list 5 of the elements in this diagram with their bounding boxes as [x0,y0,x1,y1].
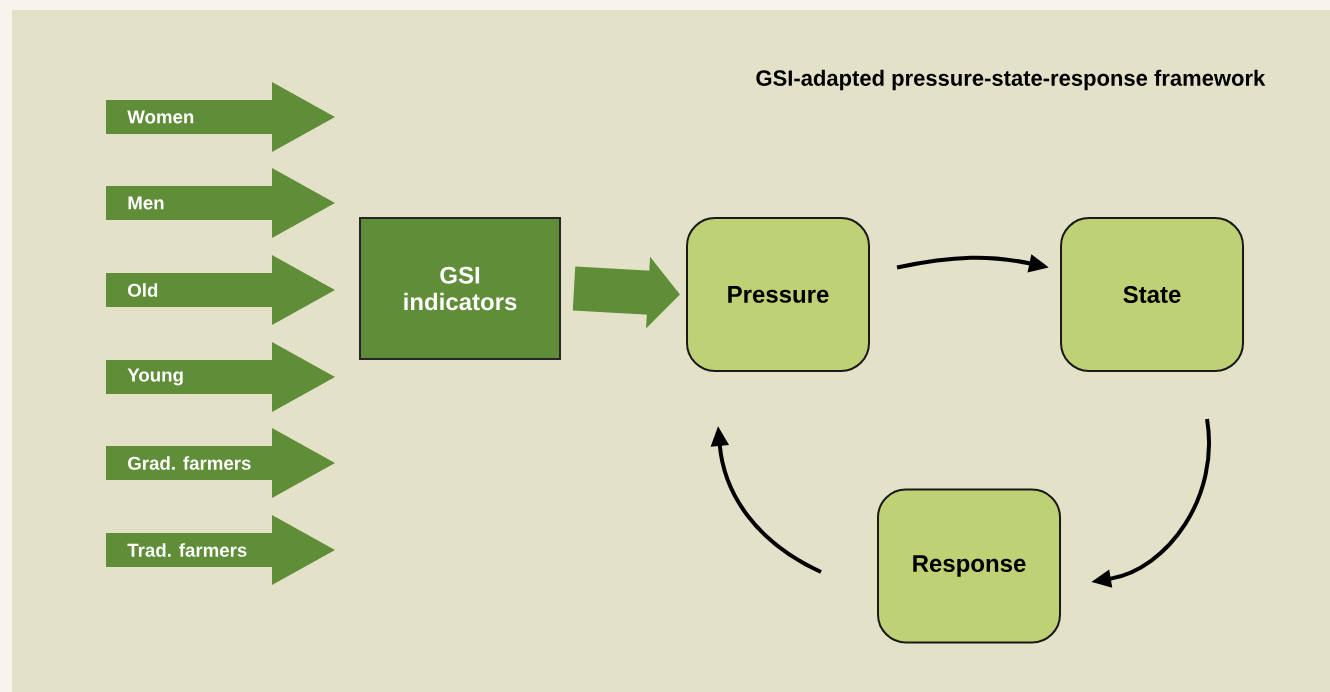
title: GSI-adapted pressure-state-response framework [756,69,1266,91]
process-box: Pressure [686,217,870,372]
process-box: Response [877,488,1061,644]
indicator-box: GSI indicators [359,217,561,360]
process-box: State [1060,217,1244,372]
